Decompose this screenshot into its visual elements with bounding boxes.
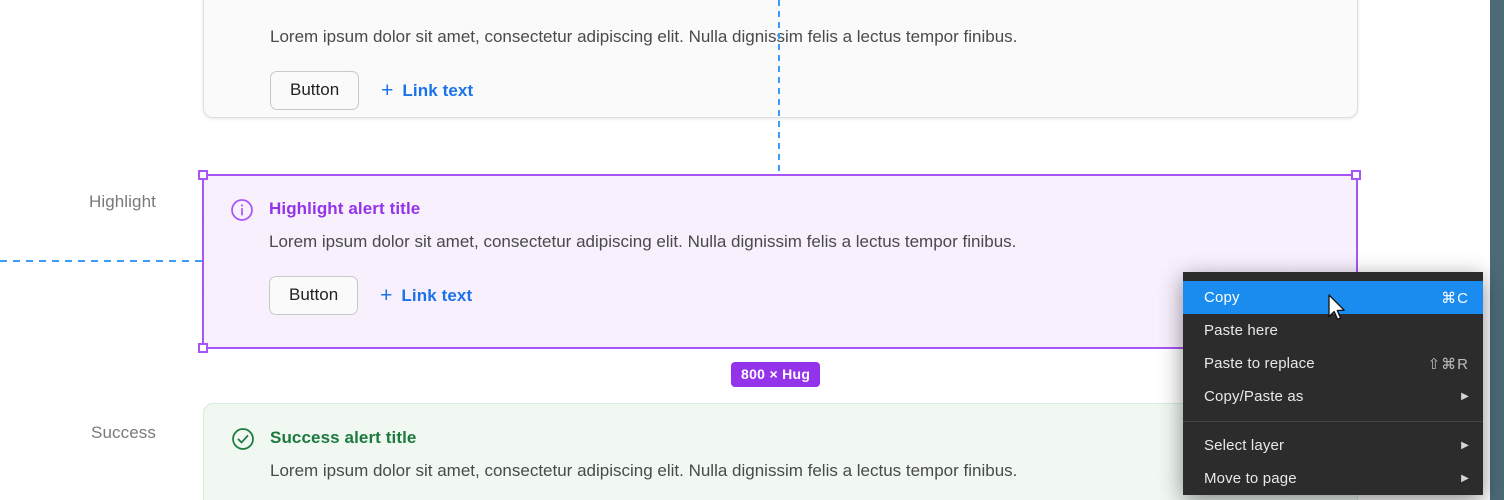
menu-item-label: Copy [1204,289,1240,306]
alert-icon-placeholder [230,25,256,51]
plus-icon: + [380,284,393,307]
chevron-right-icon: ▶ [1461,439,1469,451]
check-circle-icon [230,426,256,452]
info-circle-icon [229,197,255,223]
alert-link-label: Link text [402,80,474,100]
menu-item-paste-to-replace[interactable]: Paste to replace ⇧⌘R [1183,347,1483,380]
alignment-guide-vertical [778,0,780,175]
selection-edge-top [203,174,1358,176]
row-label-success: Success [91,423,156,442]
menu-item-label: Paste to replace [1204,355,1315,372]
alert-description: Lorem ipsum dolor sit amet, consectetur … [270,461,1018,480]
alert-description: Lorem ipsum dolor sit amet, consectetur … [269,232,1017,251]
alert-link-label: Link text [401,285,473,305]
menu-item-label: Paste here [1204,322,1279,339]
menu-item-shortcut-keys: ⇧⌘R [1427,355,1469,373]
plus-icon: + [381,79,394,102]
selection-edge-bottom [203,347,1358,349]
menu-item-label: Move to page [1204,470,1297,487]
menu-item-label: Copy/Paste as [1204,388,1304,405]
alert-button[interactable]: Button [270,71,360,110]
selection-edge-left [202,174,204,349]
chevron-right-icon: ▶ [1461,472,1469,484]
alert-link[interactable]: + Link text [380,285,472,306]
menu-item-shortcut: ⌘C [1441,289,1469,307]
right-panel-strip [1490,0,1504,500]
menu-item-label: Select layer [1204,437,1285,454]
alert-actions: Button + Link text [270,71,1331,110]
alert-button[interactable]: Button [269,276,359,315]
resize-handle-bottom-left[interactable] [198,343,208,353]
size-badge: 800 × Hug [731,362,821,387]
resize-handle-top-right[interactable] [1351,170,1361,180]
chevron-right-icon: ▶ [1461,390,1469,402]
alert-actions: Button + Link text [269,276,1332,315]
menu-item-paste-here[interactable]: Paste here [1183,314,1483,347]
resize-handle-top-left[interactable] [198,170,208,180]
alert-card-neutral[interactable]: Lorem ipsum dolor sit amet, consectetur … [203,0,1358,118]
menu-item-copy-paste-as[interactable]: Copy/Paste as ▶ [1183,380,1483,413]
alignment-guide-horizontal [0,260,203,262]
alert-link[interactable]: + Link text [381,80,473,101]
alert-description: Lorem ipsum dolor sit amet, consectetur … [270,27,1018,46]
context-menu[interactable]: Copy ⌘C Paste here Paste to replace ⇧⌘R … [1183,272,1483,495]
alert-title: Success alert title [270,428,417,447]
selection-edge-right [1356,174,1358,349]
alert-title: Highlight alert title [269,199,421,218]
menu-item-copy[interactable]: Copy ⌘C [1183,281,1483,314]
menu-separator [1183,421,1483,422]
menu-item-select-layer[interactable]: Select layer ▶ [1183,429,1483,462]
row-label-highlight: Highlight [88,192,156,211]
menu-item-move-to-page[interactable]: Move to page ▶ [1183,462,1483,495]
